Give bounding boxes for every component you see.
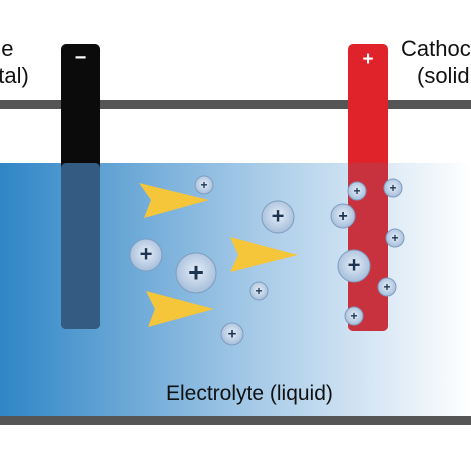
ion: +: [347, 181, 367, 201]
ion: +: [383, 178, 403, 198]
ion-group: + + + + + + + + + + + + +: [129, 175, 405, 346]
ion-plus-icon: +: [383, 280, 390, 294]
ion-plus-icon: +: [272, 204, 285, 229]
cathode-label-line1: Cathoc: [401, 36, 471, 61]
ion: +: [377, 277, 397, 297]
ion-plus-icon: +: [353, 184, 360, 198]
ion-plus-icon: +: [391, 231, 398, 245]
ion-plus-icon: +: [200, 178, 207, 192]
ion: +: [261, 200, 295, 234]
ion: +: [175, 252, 217, 294]
top-rail: [0, 100, 471, 109]
plus-icon: +: [362, 49, 373, 70]
minus-icon: −: [75, 47, 87, 69]
ion-plus-icon: +: [389, 181, 396, 195]
ion-plus-icon: +: [350, 309, 357, 323]
anode-label-line1: de: [0, 36, 14, 61]
arrow-icon: [146, 291, 214, 327]
cathode-label-line2: (solid: [417, 63, 470, 88]
ion: +: [194, 175, 214, 195]
ion: +: [330, 203, 356, 229]
ion: +: [249, 281, 269, 301]
arrow-icon: [230, 237, 298, 272]
ion-plus-icon: +: [255, 284, 262, 298]
ion-plus-icon: +: [338, 208, 347, 225]
ion: +: [220, 322, 244, 346]
ion-plus-icon: +: [228, 326, 237, 343]
ion: +: [129, 238, 163, 272]
bottom-rail: [0, 416, 471, 425]
anode-submerged-overlay: [61, 163, 100, 329]
ion: +: [344, 306, 364, 326]
arrow-group: [139, 183, 298, 327]
arrow-icon: [139, 183, 209, 218]
ion-plus-icon: +: [140, 242, 153, 267]
ion-plus-icon: +: [348, 253, 361, 278]
electrolyte-label: Electrolyte (liquid): [166, 382, 333, 405]
ion-plus-icon: +: [188, 257, 204, 287]
ion: +: [385, 228, 405, 248]
ion: +: [337, 249, 371, 283]
